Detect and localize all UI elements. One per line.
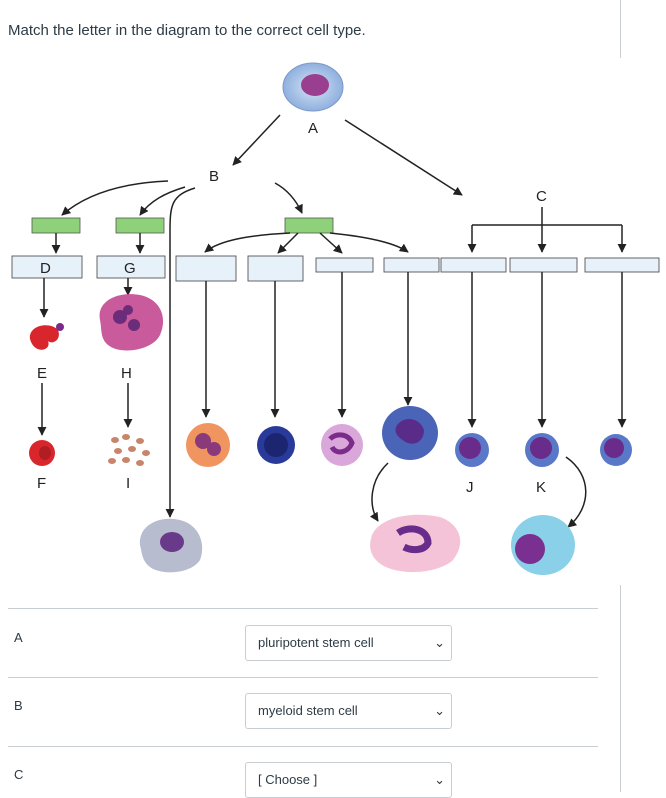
divider — [8, 677, 598, 678]
macrophage-image — [370, 514, 461, 573]
answer-select-a[interactable]: pluripotent stem cell ⌄ — [245, 625, 452, 661]
neutrophil-image — [321, 424, 363, 466]
divider — [8, 746, 598, 747]
chevron-down-icon: ⌄ — [434, 635, 445, 650]
letter-h: H — [121, 365, 132, 382]
answer-label-c: C — [14, 767, 24, 782]
answer-label-b: B — [14, 698, 23, 713]
letter-c: C — [536, 188, 547, 205]
letter-i: I — [126, 475, 130, 492]
plasma-cell-image — [511, 515, 575, 575]
letter-a: A — [308, 120, 318, 137]
divider — [8, 608, 598, 609]
answer-label-a: A — [14, 630, 23, 645]
answer-select-c-value: [ Choose ] — [258, 772, 318, 787]
answer-select-b[interactable]: myeloid stem cell ⌄ — [245, 693, 452, 729]
mast-cell-image — [139, 518, 203, 573]
letter-e: E — [37, 365, 47, 382]
pluripotent-stem-cell-image — [282, 62, 344, 112]
red-blood-cell-image — [29, 440, 55, 466]
letter-k: K — [536, 479, 546, 496]
letter-d: D — [40, 260, 51, 277]
nk-cell-image — [600, 434, 632, 466]
monocyte-image — [382, 406, 438, 460]
right-border-top — [620, 0, 621, 58]
megakaryocyte-image — [99, 294, 164, 351]
platelets-image — [108, 434, 150, 466]
eosinophil-image — [186, 423, 230, 467]
letter-b: B — [209, 168, 219, 185]
answer-select-c[interactable]: [ Choose ] ⌄ — [245, 762, 452, 798]
erythroblast-image — [29, 323, 64, 350]
question-prompt: Match the letter in the diagram to the c… — [8, 22, 366, 39]
letter-g: G — [124, 260, 136, 277]
t-lymphocyte-image — [525, 433, 559, 467]
right-border-bottom — [620, 585, 621, 792]
chevron-down-icon: ⌄ — [434, 772, 445, 787]
answer-select-b-value: myeloid stem cell — [258, 703, 358, 718]
chevron-down-icon: ⌄ — [434, 703, 445, 718]
b-lymphocyte-image — [455, 433, 489, 467]
answer-select-a-value: pluripotent stem cell — [258, 635, 374, 650]
letter-f: F — [37, 475, 46, 492]
basophil-image — [257, 426, 295, 464]
hematopoiesis-diagram: A B C D G E F — [11, 62, 660, 575]
letter-j: J — [466, 479, 474, 496]
